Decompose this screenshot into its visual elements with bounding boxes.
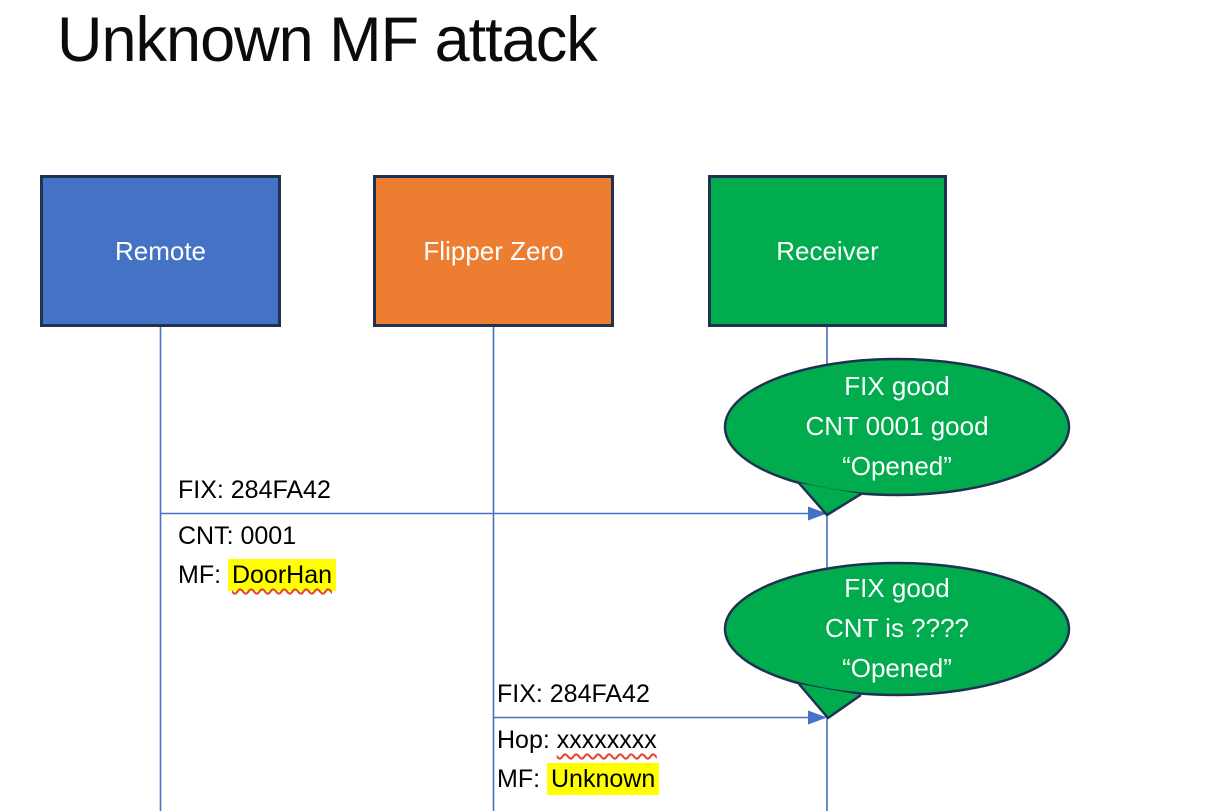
message1-mf-prefix: MF: — [178, 561, 228, 589]
speech-bubble-2 — [723, 561, 1071, 697]
message1-label-mf: MF: DoorHan — [178, 556, 337, 595]
speech-bubble-2-tail — [798, 683, 862, 720]
actor-box-flipper-zero: Flipper Zero — [373, 175, 614, 327]
actor-box-receiver: Receiver — [708, 175, 947, 327]
speech-bubble-1-text: FIX good CNT 0001 good “Opened” — [725, 366, 1069, 486]
message2-mf-prefix: MF: — [497, 765, 547, 793]
actor-label-flipper-zero: Flipper Zero — [423, 235, 564, 266]
slide-title: Unknown MF attack — [57, 5, 598, 75]
actor-label-remote: Remote — [114, 235, 207, 266]
message2-label-fix: FIX: 284FA42 — [497, 680, 650, 708]
message2-hop-value-misspelled: xxxxxxxx — [556, 726, 657, 754]
speech-bubble-1-tail — [798, 482, 862, 517]
message2-label-details: Hop: xxxxxxxx MF: Unknown — [497, 721, 660, 799]
message2-mf-value-highlighted: Unknown — [547, 763, 660, 795]
message2-label-mf: MF: Unknown — [497, 760, 660, 799]
message1-label-fix: FIX: 284FA42 — [178, 476, 331, 504]
speech-bubble-1 — [723, 357, 1071, 497]
bubble2-line3: “Opened” — [842, 653, 952, 683]
message1-label-cnt: CNT: 0001 — [178, 522, 297, 550]
message1-mf-value-highlighted: DoorHan — [228, 559, 337, 591]
bubble1-line2: CNT 0001 good — [805, 411, 989, 441]
bubble2-line2: CNT is ???? — [824, 613, 970, 643]
bubble1-line1: FIX good — [844, 371, 950, 401]
actor-label-receiver: Receiver — [776, 235, 879, 266]
message2-label-hop: Hop: xxxxxxxx — [497, 721, 659, 760]
message2-arrowhead-icon — [808, 710, 827, 725]
speech-bubble-2-text: FIX good CNT is ???? “Opened” — [725, 568, 1069, 688]
message1-label-details: CNT: 0001 MF: DoorHan — [178, 517, 337, 595]
message2-hop-prefix: Hop: — [497, 726, 557, 754]
bubble1-line3: “Opened” — [842, 451, 952, 481]
bubble2-line1: FIX good — [844, 573, 950, 603]
actor-box-remote: Remote — [40, 175, 281, 327]
message1-arrowhead-icon — [808, 506, 827, 521]
